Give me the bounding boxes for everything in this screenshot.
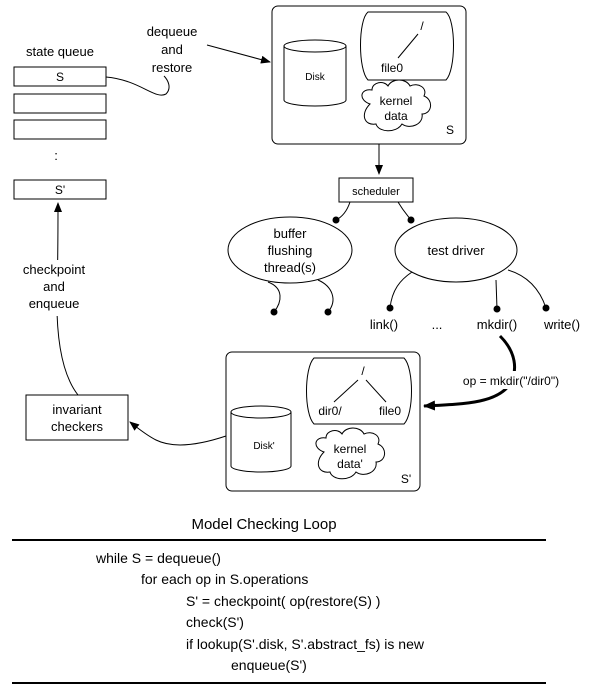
invariant-box bbox=[25, 394, 129, 441]
dequeue-arrow bbox=[206, 44, 271, 64]
queue-slot-empty-2 bbox=[13, 119, 107, 140]
scheduler-box bbox=[338, 177, 414, 203]
op-dots: ... bbox=[432, 317, 443, 332]
code-line-5: if lookup(S'.disk, S'.abstract_fs) is ne… bbox=[186, 636, 425, 652]
driver-branch-mkdir-dot bbox=[493, 305, 501, 313]
kernel-s-prime-cloud bbox=[315, 427, 385, 480]
buffer-thread-line-1: buffer bbox=[273, 226, 307, 241]
kernel-s-prime-label-1: kernel bbox=[334, 442, 367, 456]
disk-s-prime-icon bbox=[230, 405, 292, 473]
buffer-branch-left-dot bbox=[270, 308, 278, 316]
kernel-s-label-1: kernel bbox=[380, 94, 413, 108]
fs-s-prime-shape bbox=[306, 357, 412, 425]
fs-s-prime-edge-left bbox=[333, 379, 359, 403]
svg-text:and: and bbox=[43, 279, 65, 294]
svg-text:restore: restore bbox=[152, 60, 192, 75]
s-prime-to-invariant bbox=[129, 421, 227, 446]
buffer-branch-right-dot bbox=[324, 308, 332, 316]
test-driver-label: test driver bbox=[427, 243, 485, 258]
state-queue-label: state queue bbox=[26, 44, 94, 59]
op-label-bg bbox=[450, 371, 574, 389]
driver-branch-link-dot bbox=[386, 304, 394, 312]
fs-s-root: / bbox=[420, 19, 424, 33]
svg-text:and: and bbox=[161, 42, 183, 57]
code-line-3: S' = checkpoint( op(restore(S) ) bbox=[186, 593, 380, 609]
disk-s-prime-label: Disk' bbox=[253, 441, 274, 452]
checkpoint-label-bg bbox=[14, 260, 94, 316]
queue-slot-s-prime bbox=[13, 179, 107, 200]
kernel-s-prime-label-2: data' bbox=[337, 457, 363, 471]
driver-endpoint-dot bbox=[407, 216, 415, 224]
loop-title: Model Checking Loop bbox=[191, 516, 336, 533]
queue-slot-s-label: S bbox=[56, 70, 64, 84]
code-line-2: for each op in S.operations bbox=[141, 571, 308, 587]
buffer-thread-line-3: thread(s) bbox=[264, 260, 316, 275]
invariant-label-1: invariant bbox=[52, 402, 102, 417]
code-line-1: while S = dequeue() bbox=[95, 550, 221, 566]
kernel-s-cloud bbox=[361, 79, 431, 132]
svg-text:enqueue: enqueue bbox=[29, 296, 80, 311]
disk-s-icon bbox=[283, 39, 347, 107]
driver-branch-write bbox=[507, 269, 547, 309]
state-s-tag: S bbox=[446, 123, 454, 137]
kernel-s-label-2: data bbox=[384, 109, 408, 123]
buffer-thread-line-2: flushing bbox=[268, 243, 313, 258]
driver-branch-mkdir bbox=[495, 279, 498, 310]
buffer-endpoint-dot bbox=[332, 216, 340, 224]
op-write: write() bbox=[543, 317, 580, 332]
svg-text:checkpoint: checkpoint bbox=[23, 262, 86, 277]
code-line-6: enqueue(S') bbox=[231, 657, 307, 673]
fs-s-edge bbox=[397, 33, 419, 59]
test-driver-node bbox=[394, 217, 518, 283]
fs-s-prime-edge-right bbox=[365, 379, 387, 403]
state-s-prime-tag: S' bbox=[401, 472, 411, 486]
op-label: op = mkdir("/dir0") bbox=[463, 374, 559, 388]
checkpoint-label: checkpoint and enqueue bbox=[23, 262, 86, 311]
fs-s-prime-file: file0 bbox=[379, 404, 401, 418]
fs-s-prime-dir: dir0/ bbox=[318, 404, 342, 418]
buffer-branch-right bbox=[317, 279, 334, 313]
dequeue-connector bbox=[105, 75, 170, 96]
dequeue-label: dequeue and restore bbox=[147, 24, 198, 75]
fs-s-prime-root: / bbox=[361, 364, 365, 378]
buffer-thread-node bbox=[227, 216, 353, 284]
svg-text:dequeue: dequeue bbox=[147, 24, 198, 39]
op-mkdir: mkdir() bbox=[477, 317, 517, 332]
fs-s-file: file0 bbox=[381, 61, 403, 75]
code-line-4: check(S') bbox=[186, 614, 244, 630]
queue-slot-s bbox=[13, 66, 107, 87]
disk-s-label: Disk bbox=[305, 72, 325, 83]
driver-branch-link bbox=[389, 271, 413, 309]
queue-slot-empty-1 bbox=[13, 93, 107, 114]
queue-ellipsis: : bbox=[54, 148, 58, 163]
op-link: link() bbox=[370, 317, 398, 332]
scheduler-label: scheduler bbox=[352, 186, 400, 198]
invariant-label-2: checkers bbox=[51, 419, 104, 434]
buffer-branch-left bbox=[267, 281, 281, 313]
queue-slot-s-prime-label: S' bbox=[55, 183, 65, 197]
driver-branch-write-dot bbox=[542, 304, 550, 312]
fs-s-shape bbox=[360, 11, 454, 81]
